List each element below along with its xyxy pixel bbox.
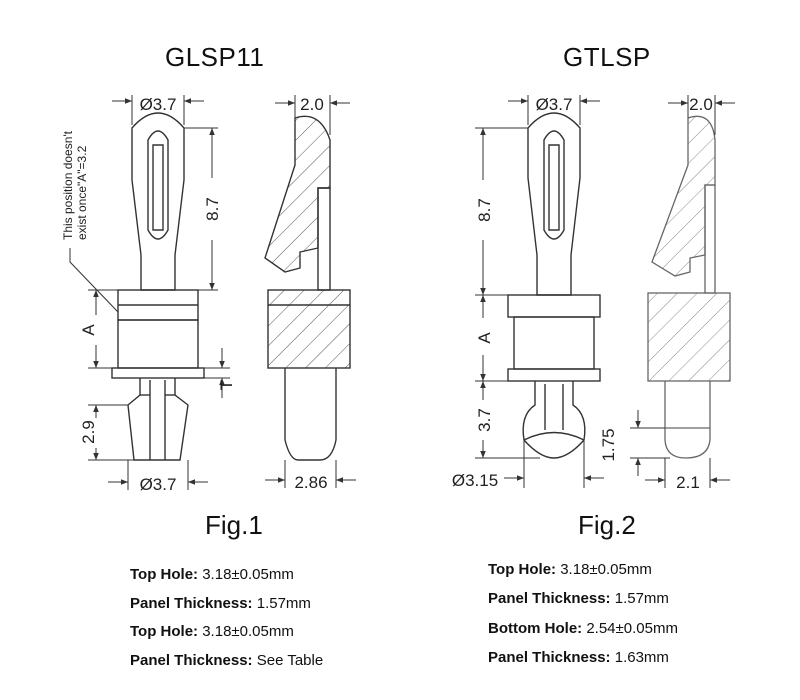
fig2-bottom-width-dim: [645, 458, 730, 488]
spec-row: Bottom Hole: 2.54±0.05mm: [488, 620, 678, 637]
fig1-t-label: T: [217, 380, 236, 390]
fig1-bottom-width-dim: [265, 460, 356, 488]
fig1-side-width-label: 2.0: [300, 95, 324, 114]
fig1-height-label: 8.7: [203, 197, 222, 221]
fig2-bottom-width-label: 2.1: [676, 473, 700, 492]
fig1-title: GLSP11: [165, 42, 265, 72]
fig1-bottom-width-label: 2.86: [294, 473, 327, 492]
spec-row: Top Hole: 3.18±0.05mm: [130, 623, 294, 640]
fig1-a-dim: [88, 289, 118, 369]
fig2-side-width-dim: [668, 95, 735, 135]
fig2-bottom-len-label: 1.75: [599, 428, 618, 461]
fig1-caption: Fig.1: [205, 510, 263, 540]
spec-label: Panel Thickness:: [130, 652, 253, 669]
spec-label: Top Hole:: [130, 623, 199, 640]
fig1-side-width-dim: [275, 95, 350, 135]
fig2-height-label: 8.7: [475, 198, 494, 222]
fig1-a-label: A: [79, 324, 98, 336]
spec-value: 3.18±0.05mm: [202, 623, 294, 640]
fig2-title: GTLSP: [563, 42, 651, 72]
spec-label: Top Hole:: [488, 561, 557, 578]
fig2-bottom-len-dim: [630, 410, 670, 476]
fig2-top-dia-dim: [508, 95, 600, 125]
spec-value: 1.57mm: [256, 595, 311, 612]
fig1-bottom-height-dim: [88, 404, 134, 461]
fig1-front-view: [111, 112, 205, 461]
fig1-note-line2: exist once"A"=3.2: [75, 145, 89, 240]
fig2-side-width-label: 2.0: [689, 95, 713, 114]
fig2-front-view: [507, 112, 601, 459]
spec-value: 1.63mm: [614, 649, 669, 666]
fig1-bottom-dia-dim: [108, 460, 208, 490]
spec-label: Panel Thickness:: [488, 590, 611, 607]
fig2-bottom-dia-label: Ø3.15: [452, 471, 498, 490]
fig1-note-line1: This position doesn't: [61, 130, 75, 240]
spec-value: 3.18±0.05mm: [560, 561, 652, 578]
spec-value: See Table: [256, 652, 324, 669]
spec-value: 3.18±0.05mm: [202, 566, 294, 583]
spec-value: 2.54±0.05mm: [586, 620, 678, 637]
fig1-top-dia-dim: [112, 95, 204, 125]
spec-row: Panel Thickness: See Table: [130, 652, 323, 669]
spec-row: Panel Thickness: 1.57mm: [130, 595, 311, 612]
fig1-note: This position doesn't exist once"A"=3.2: [61, 130, 119, 313]
spec-row: Top Hole: 3.18±0.05mm: [130, 566, 294, 583]
fig1-t-dim: [204, 348, 230, 398]
spec-label: Bottom Hole:: [488, 620, 583, 637]
fig2-bottom-height-label: 3.7: [475, 408, 494, 432]
fig2-bottom-dia-dim: [504, 440, 604, 488]
fig2-top-dia-label: Ø3.7: [536, 95, 573, 114]
fig1-side-view: [264, 115, 351, 461]
spec-label: Panel Thickness:: [488, 649, 611, 666]
spec-label: Top Hole:: [130, 566, 199, 583]
fig2-side-view: [647, 115, 731, 459]
fig1-top-dia-label: Ø3.7: [140, 95, 177, 114]
fig1-bottom-dia-label: Ø3.7: [140, 475, 177, 494]
fig2-caption: Fig.2: [578, 510, 636, 540]
fig2-bottom-height-dim: [475, 381, 540, 459]
spec-label: Panel Thickness:: [130, 595, 253, 612]
spec-value: 1.57mm: [614, 590, 669, 607]
spec-row: Top Hole: 3.18±0.05mm: [488, 561, 652, 578]
fig1-bottom-height-label: 2.9: [79, 420, 98, 444]
fig2-a-label: A: [475, 332, 494, 344]
fig1-height-dim: [184, 127, 218, 291]
spec-row: Panel Thickness: 1.63mm: [488, 649, 669, 666]
spec-row: Panel Thickness: 1.57mm: [488, 590, 669, 607]
